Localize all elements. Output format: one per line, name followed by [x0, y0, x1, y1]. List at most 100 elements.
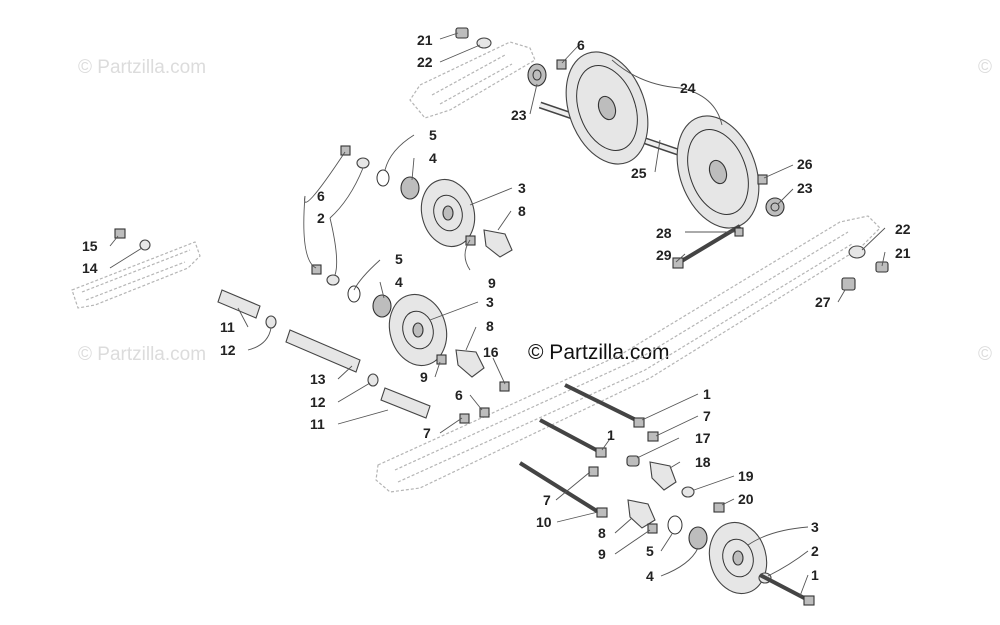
nut-9-mid [436, 354, 447, 365]
bearing-4-upper [400, 176, 420, 200]
callout-19: 19 [738, 468, 754, 484]
arm-18 [649, 461, 677, 491]
washer-19 [681, 486, 695, 498]
callout-9-lower: 9 [598, 546, 606, 562]
callout-4-mid: 4 [395, 274, 403, 290]
ring-5-upper [376, 169, 390, 187]
callout-20: 20 [738, 491, 754, 507]
callout-8-lower: 8 [598, 525, 606, 541]
rail-upper-left [409, 41, 536, 119]
washer-22-right [848, 245, 866, 259]
leader-lines [109, 32, 886, 597]
callout-8-mid: 8 [486, 318, 494, 334]
bolt-20 [713, 502, 725, 513]
tube-11-lower [380, 387, 431, 419]
nut-6-upper [556, 59, 567, 70]
callout-6-left: 6 [317, 188, 325, 204]
bolt-1-upper [564, 383, 645, 428]
callout-14: 14 [82, 260, 98, 276]
nut-9-lower [647, 523, 658, 534]
washer-12-b [367, 373, 379, 387]
callout-15: 15 [82, 238, 98, 254]
bolt-7-c [588, 466, 599, 477]
callout-5-mid: 5 [395, 251, 403, 267]
idler-wheel-3-upper [420, 178, 476, 248]
callout-13: 13 [310, 371, 326, 387]
callout-17: 17 [695, 430, 711, 446]
callout-22-right: 22 [895, 221, 911, 237]
bolt-7-a [647, 431, 659, 442]
callout-12-upper: 12 [220, 342, 236, 358]
callout-1-lower: 1 [811, 567, 819, 583]
watermark-top-left: © Partzilla.com [78, 57, 206, 78]
callout-12-lower: 12 [310, 394, 326, 410]
bolt-26 [757, 174, 768, 185]
callout-7-left: 7 [423, 425, 431, 441]
callout-22-top: 22 [417, 54, 433, 70]
bearing-4-lower [688, 526, 708, 550]
nut-6-c [479, 407, 490, 418]
watermark-mid-right: © [978, 344, 992, 365]
watermark-mid-left: © Partzilla.com [78, 344, 206, 365]
callout-1-upper: 1 [703, 386, 711, 402]
arm-8-upper [483, 229, 513, 258]
callout-9-upper: 9 [488, 275, 496, 291]
bushing-17 [626, 455, 640, 467]
callout-29: 29 [656, 247, 672, 263]
bearing-23-upper [527, 63, 547, 87]
callout-11-upper: 11 [220, 319, 235, 335]
callout-1-mid: 1 [607, 427, 615, 443]
idler-wheel-3-lower [708, 521, 768, 595]
washer-14 [139, 239, 151, 251]
callout-23-right: 23 [797, 180, 813, 196]
callout-24: 24 [680, 80, 696, 96]
drive-axle-assembly [538, 51, 762, 229]
washer-2-b [326, 274, 340, 286]
callout-7-lower: 7 [543, 492, 551, 508]
bolt-1-mid [539, 418, 607, 458]
arm-8-mid [455, 349, 485, 378]
callout-23-top: 23 [511, 107, 527, 123]
bolt-15 [114, 228, 126, 239]
callout-9-mid: 9 [420, 369, 428, 385]
callout-10: 10 [536, 514, 552, 530]
callout-8-upper: 8 [518, 203, 526, 219]
bolt-21-right [875, 261, 889, 273]
callout-2-left: 2 [317, 210, 325, 226]
callout-3-lower: 3 [811, 519, 819, 535]
callout-11-lower: 11 [310, 416, 325, 432]
watermark-center: © Partzilla.com [528, 341, 670, 364]
callout-25: 25 [631, 165, 647, 181]
callout-18: 18 [695, 454, 711, 470]
tube-11-upper [217, 289, 261, 319]
callout-3-mid: 3 [486, 294, 494, 310]
bearing-4-mid [372, 294, 392, 318]
callout-27: 27 [815, 294, 831, 310]
callout-16: 16 [483, 344, 499, 360]
idler-wheel-3-middle [388, 293, 448, 367]
block-27 [841, 277, 856, 291]
ring-5-mid [347, 285, 361, 303]
callout-21-right: 21 [895, 245, 911, 261]
callout-26: 26 [797, 156, 813, 172]
bolt-7-b [459, 413, 470, 424]
bolt-21-upper [455, 27, 492, 49]
callout-3-upper: 3 [518, 180, 526, 196]
rail-left-slide [71, 241, 201, 309]
nut-6-b [311, 264, 322, 275]
watermark-top-right: © [978, 57, 992, 78]
callout-21-top: 21 [417, 32, 433, 48]
callout-6-mid: 6 [455, 387, 463, 403]
callout-6-top: 6 [577, 37, 585, 53]
nut-28 [734, 227, 744, 237]
callout-5-upper: 5 [429, 127, 437, 143]
tube-13 [285, 329, 361, 373]
nut-9-upper [465, 235, 476, 246]
washer-2-a [356, 157, 370, 169]
callout-2-lower: 2 [811, 543, 819, 559]
callout-4-lower: 4 [646, 568, 654, 584]
nut-6-a [340, 145, 351, 156]
callout-5-lower: 5 [646, 543, 654, 559]
callouts: 21 22 6 24 23 25 26 23 5 4 6 2 3 8 2 8 29… [82, 32, 911, 584]
